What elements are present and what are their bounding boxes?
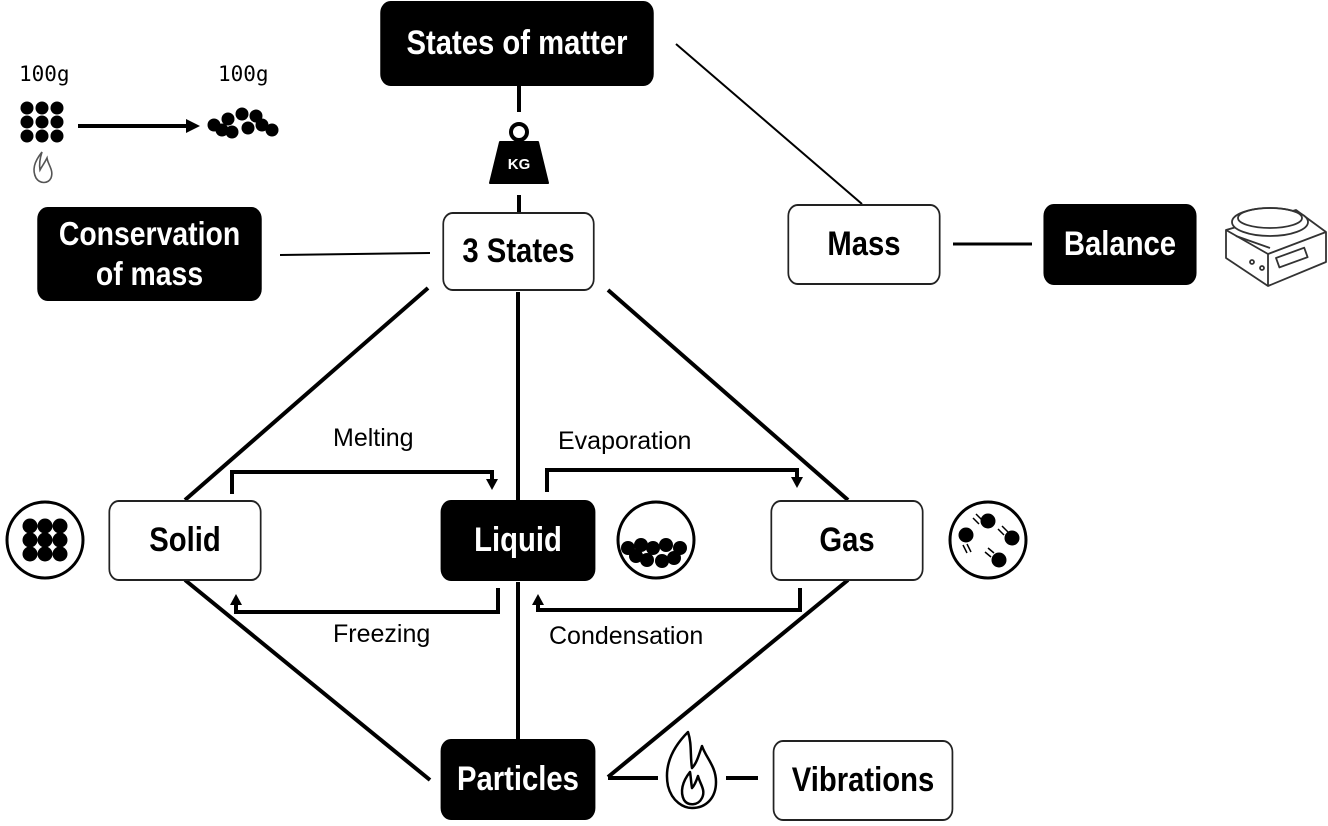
conservation-label-line1: Conservation: [58, 215, 241, 253]
link-3states-solid: [183, 286, 430, 502]
link-states-mass: [675, 43, 863, 205]
link-solid-particles: [183, 578, 432, 782]
balance-node: Balance: [1043, 204, 1197, 285]
melting-arrowhead: [486, 479, 498, 490]
solid-cluster-icon: [20, 101, 64, 143]
connector-lines: [183, 43, 1032, 782]
flame-icon: [665, 730, 718, 810]
weight-icon: [489, 122, 549, 184]
melting-arrow: [230, 470, 494, 494]
evaporation-label: Evaporation: [558, 427, 692, 455]
conservation-arrowhead: [186, 119, 200, 133]
vibrations-node: Vibrations: [772, 740, 954, 821]
weight-kg-label: KG: [508, 156, 531, 173]
gas-node: Gas: [770, 500, 924, 581]
link-3states-gas: [606, 288, 850, 502]
conservation-label-line2: of mass: [95, 255, 204, 292]
evaporation-arrow: [545, 468, 799, 492]
evaporation-arrowhead: [791, 477, 803, 488]
gas-particles-icon: [948, 500, 1028, 580]
gas-label: Gas: [819, 521, 875, 560]
arrow-heads: [186, 119, 803, 605]
liquid-node: Liquid: [440, 500, 596, 581]
transition-arrows: [78, 124, 802, 614]
link-conservation-3states: [279, 252, 431, 256]
small-flame-icon: [33, 151, 53, 184]
mass-label: Mass: [827, 225, 901, 264]
solid-particles-icon: [5, 500, 85, 580]
scattered-cluster-icon: [207, 107, 279, 139]
freezing-arrow: [234, 588, 500, 614]
condensation-label: Condensation: [549, 622, 704, 650]
balance-label: Balance: [1063, 225, 1177, 264]
condensation-arrowhead: [532, 594, 544, 605]
freezing-arrowhead: [230, 594, 242, 605]
liquid-label: Liquid: [474, 521, 562, 560]
mass-before-label: 100g: [19, 62, 70, 86]
freezing-label: Freezing: [333, 620, 431, 648]
states-of-matter-node: States of matter: [380, 1, 654, 86]
particles-node: Particles: [440, 739, 596, 820]
solid-node: Solid: [108, 500, 262, 581]
three-states-node: 3 States: [442, 212, 595, 291]
link-gas-particles: [606, 578, 850, 779]
liquid-particles-icon: [616, 500, 696, 580]
three-states-label: 3 States: [462, 232, 575, 271]
solid-label: Solid: [149, 521, 221, 560]
balance-scale-icon: [1225, 207, 1327, 287]
mass-after-label: 100g: [218, 62, 269, 86]
particles-label: Particles: [457, 760, 579, 799]
vibrations-label: Vibrations: [791, 761, 935, 800]
states-of-matter-label: States of matter: [406, 24, 628, 63]
condensation-arrow: [536, 588, 802, 612]
melting-label: Melting: [333, 424, 414, 452]
conservation-of-mass-node: Conservation of mass: [37, 207, 262, 301]
mass-node: Mass: [787, 204, 941, 285]
